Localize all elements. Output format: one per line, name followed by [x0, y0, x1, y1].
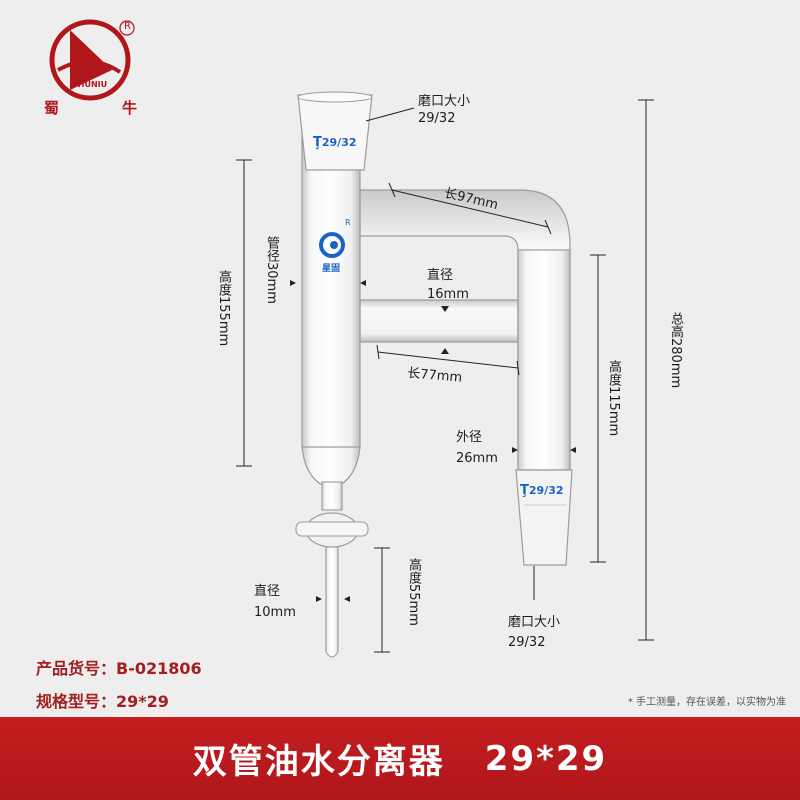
bottom-joint-mark: Ţ29/32 [520, 483, 564, 498]
outer-diameter-value: 26mm [456, 451, 498, 466]
glass-brand-logo [319, 232, 345, 258]
bottom-right-joint [515, 469, 573, 566]
brand-ring-text: SHUNIU [72, 80, 108, 89]
column-diameter: 管径30mm [264, 236, 279, 304]
diameter-arrows [290, 280, 576, 602]
stem-diameter-value: 10mm [254, 605, 296, 620]
stem-diameter-label: 直径 [254, 584, 281, 599]
top-joint-mark: Ţ29/32 [313, 135, 357, 150]
stem-height: 高度55mm [406, 558, 421, 626]
brand-char-left: 蜀 [44, 99, 60, 117]
column-height: 高度155mm [216, 270, 231, 347]
dimension-lines [236, 99, 654, 653]
bottom-joint-label: 磨口大小 [508, 615, 561, 630]
top-joint-value: 29/32 [418, 111, 456, 126]
main-column [301, 127, 361, 454]
outer-diameter-label: 外径 [456, 430, 483, 445]
bottom-joint-value: 29/32 [508, 635, 546, 650]
total-height: 总高280mm [668, 312, 683, 389]
measurement-note: * 手工测量，存在误差，以实物为准 [627, 697, 786, 708]
glass-brand-registered: R [345, 218, 351, 227]
product-title: 双管油水分离器 [192, 742, 445, 782]
lower-arm [359, 299, 519, 343]
product-code: 产品货号：B-021806 [36, 659, 202, 678]
brand-char-right: 牛 [122, 99, 138, 117]
tube-inner-label: 直径 [427, 268, 454, 283]
top-joint-label: 磨口大小 [418, 94, 471, 109]
brand-logo [49, 19, 135, 101]
right-height: 高度115mm [606, 360, 621, 437]
product-spec: 规格型号：29*29 [36, 692, 169, 711]
top-joint [297, 94, 373, 171]
tube-inner-value: 16mm [427, 287, 469, 302]
drain-stem [325, 546, 339, 658]
glass-brand-name: 星固 [322, 264, 341, 274]
title-banner: 双管油水分离器 29*29 [0, 717, 800, 800]
product-size: 29*29 [484, 738, 608, 779]
brand-registered-mark: R [124, 21, 131, 32]
